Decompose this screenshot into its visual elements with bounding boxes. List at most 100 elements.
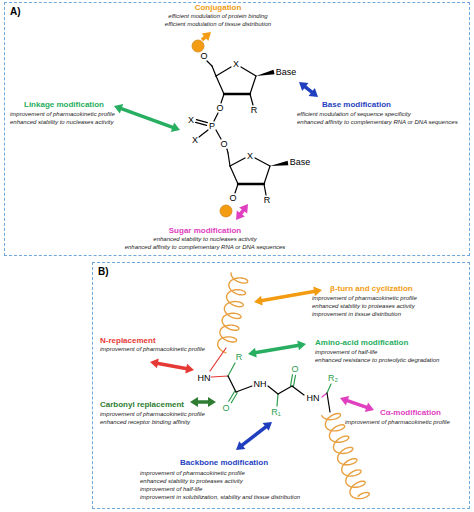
arrow-head	[208, 397, 216, 407]
modification-heading: Backbone modification	[180, 458, 268, 467]
atom-label: X	[192, 135, 198, 145]
bond-line	[235, 184, 238, 193]
effect-note: enhanced receptor binding affinity	[100, 419, 190, 426]
bond-line	[210, 348, 226, 371]
effect-note: improvement of pharmacokinetic profile	[312, 295, 417, 302]
bond-line	[196, 122, 207, 125]
conjugate-ball	[192, 40, 204, 52]
arrow-head	[313, 286, 322, 296]
effect-note: improvement of half-life	[140, 486, 202, 493]
atom-label: NH	[254, 379, 267, 389]
modification-heading: Linkage modification	[24, 100, 104, 109]
effect-note: improvement of pharmacokinetic profile	[100, 411, 205, 418]
modification-heading: Conjugation	[195, 3, 242, 12]
bond-line	[264, 166, 270, 184]
bond-line	[231, 393, 237, 403]
bond-line	[236, 386, 252, 392]
atom-label: O	[222, 403, 229, 413]
bond-line	[216, 67, 231, 76]
arrow-head	[263, 422, 272, 431]
block-arrow	[261, 291, 315, 301]
bond-line	[228, 376, 236, 392]
bond-line	[278, 386, 292, 394]
bond-line	[322, 393, 327, 397]
effect-note: improvement in tissue distribution	[312, 311, 401, 318]
helix-coil	[322, 414, 370, 499]
conjugate-ball	[220, 205, 232, 217]
bond-line	[250, 76, 256, 94]
arrow-head	[171, 123, 180, 132]
helix-coil	[218, 272, 248, 353]
effect-note: enhanced stability to nucleases activity	[10, 119, 113, 126]
modification-heading: Sugar modification	[169, 226, 241, 235]
atom-label: O	[216, 103, 223, 113]
arrow-head	[297, 340, 306, 350]
arrow-head	[309, 88, 318, 97]
bond-line	[327, 384, 331, 393]
bond-line	[211, 376, 228, 377]
bond-line	[212, 66, 216, 76]
modification-heading: Base modification	[322, 100, 391, 109]
effect-note: enhanced resistance to proteolytic degra…	[315, 357, 439, 364]
atom-label: X	[247, 151, 253, 161]
atom-label: R	[264, 195, 271, 205]
effect-note: efficient modulation of tissue distribut…	[165, 21, 271, 28]
panel-letter: B)	[98, 266, 109, 277]
atom-label: R	[236, 352, 243, 362]
effect-note: enhanced stability to proteases activity	[312, 303, 415, 310]
atom-label: X	[188, 115, 194, 125]
bond-line	[216, 130, 221, 139]
effect-note: improvement of pharmacokinetic profile	[10, 111, 115, 118]
arrow-head	[299, 82, 308, 91]
bond-line	[214, 113, 218, 121]
arrow-head	[236, 441, 245, 450]
atom-label: R₁	[271, 407, 281, 417]
effect-note: efficient modulation of sequence specifi…	[297, 111, 411, 118]
modification-heading: N-replacement	[100, 336, 156, 345]
block-arrow	[347, 400, 368, 407]
effect-note: improvement of pharmacokinetic profile	[100, 346, 205, 353]
arrow-head	[365, 403, 374, 412]
wedge-bond	[270, 161, 288, 166]
bond-line	[268, 386, 278, 394]
arrow-head	[236, 211, 245, 220]
atom-label: HN	[198, 373, 211, 383]
effect-note: improvement of half-life	[315, 349, 377, 356]
atom-label: Base	[290, 157, 311, 167]
panel-box: A)	[4, 2, 470, 256]
atom-label: O	[220, 139, 227, 149]
atom-label: R₂	[328, 373, 338, 383]
effect-note: enhanced stability to proteases activity	[140, 478, 243, 485]
atom-label: Base	[276, 67, 297, 77]
block-arrow	[242, 426, 267, 445]
modification-heading: Amino-acid modification	[315, 338, 408, 347]
effect-note: improvement of pharmacokinetic profile	[345, 419, 450, 426]
bond-line	[227, 149, 228, 153]
effect-note: improvement in solubilization, stability…	[140, 494, 300, 501]
arrow-head	[248, 348, 257, 358]
wedge-bond	[256, 70, 274, 76]
bond-line	[216, 76, 224, 94]
bond-line	[250, 94, 253, 105]
effect-note: enhanced affinity to complementary RNA o…	[297, 119, 458, 126]
bond-line	[277, 394, 278, 406]
bond-line	[221, 94, 224, 103]
atom-label: HN	[307, 393, 320, 403]
arrow-head	[239, 204, 248, 213]
arrow-head	[340, 396, 349, 405]
atom-label: O	[291, 364, 298, 374]
arrow-head	[254, 296, 263, 306]
block-arrow	[197, 400, 209, 404]
arrow-head	[190, 397, 198, 407]
bond-line	[207, 61, 212, 66]
effect-note: enhanced stability to nucleases activity	[153, 236, 256, 243]
block-arrow	[121, 108, 174, 127]
atom-label: O	[200, 51, 207, 61]
bond-line	[224, 93, 250, 95]
arrow-head	[202, 32, 211, 41]
bond-line	[229, 391, 235, 401]
atom-label: X	[233, 59, 239, 69]
atom-label: P	[209, 121, 215, 131]
panel-letter: A)	[10, 6, 21, 17]
